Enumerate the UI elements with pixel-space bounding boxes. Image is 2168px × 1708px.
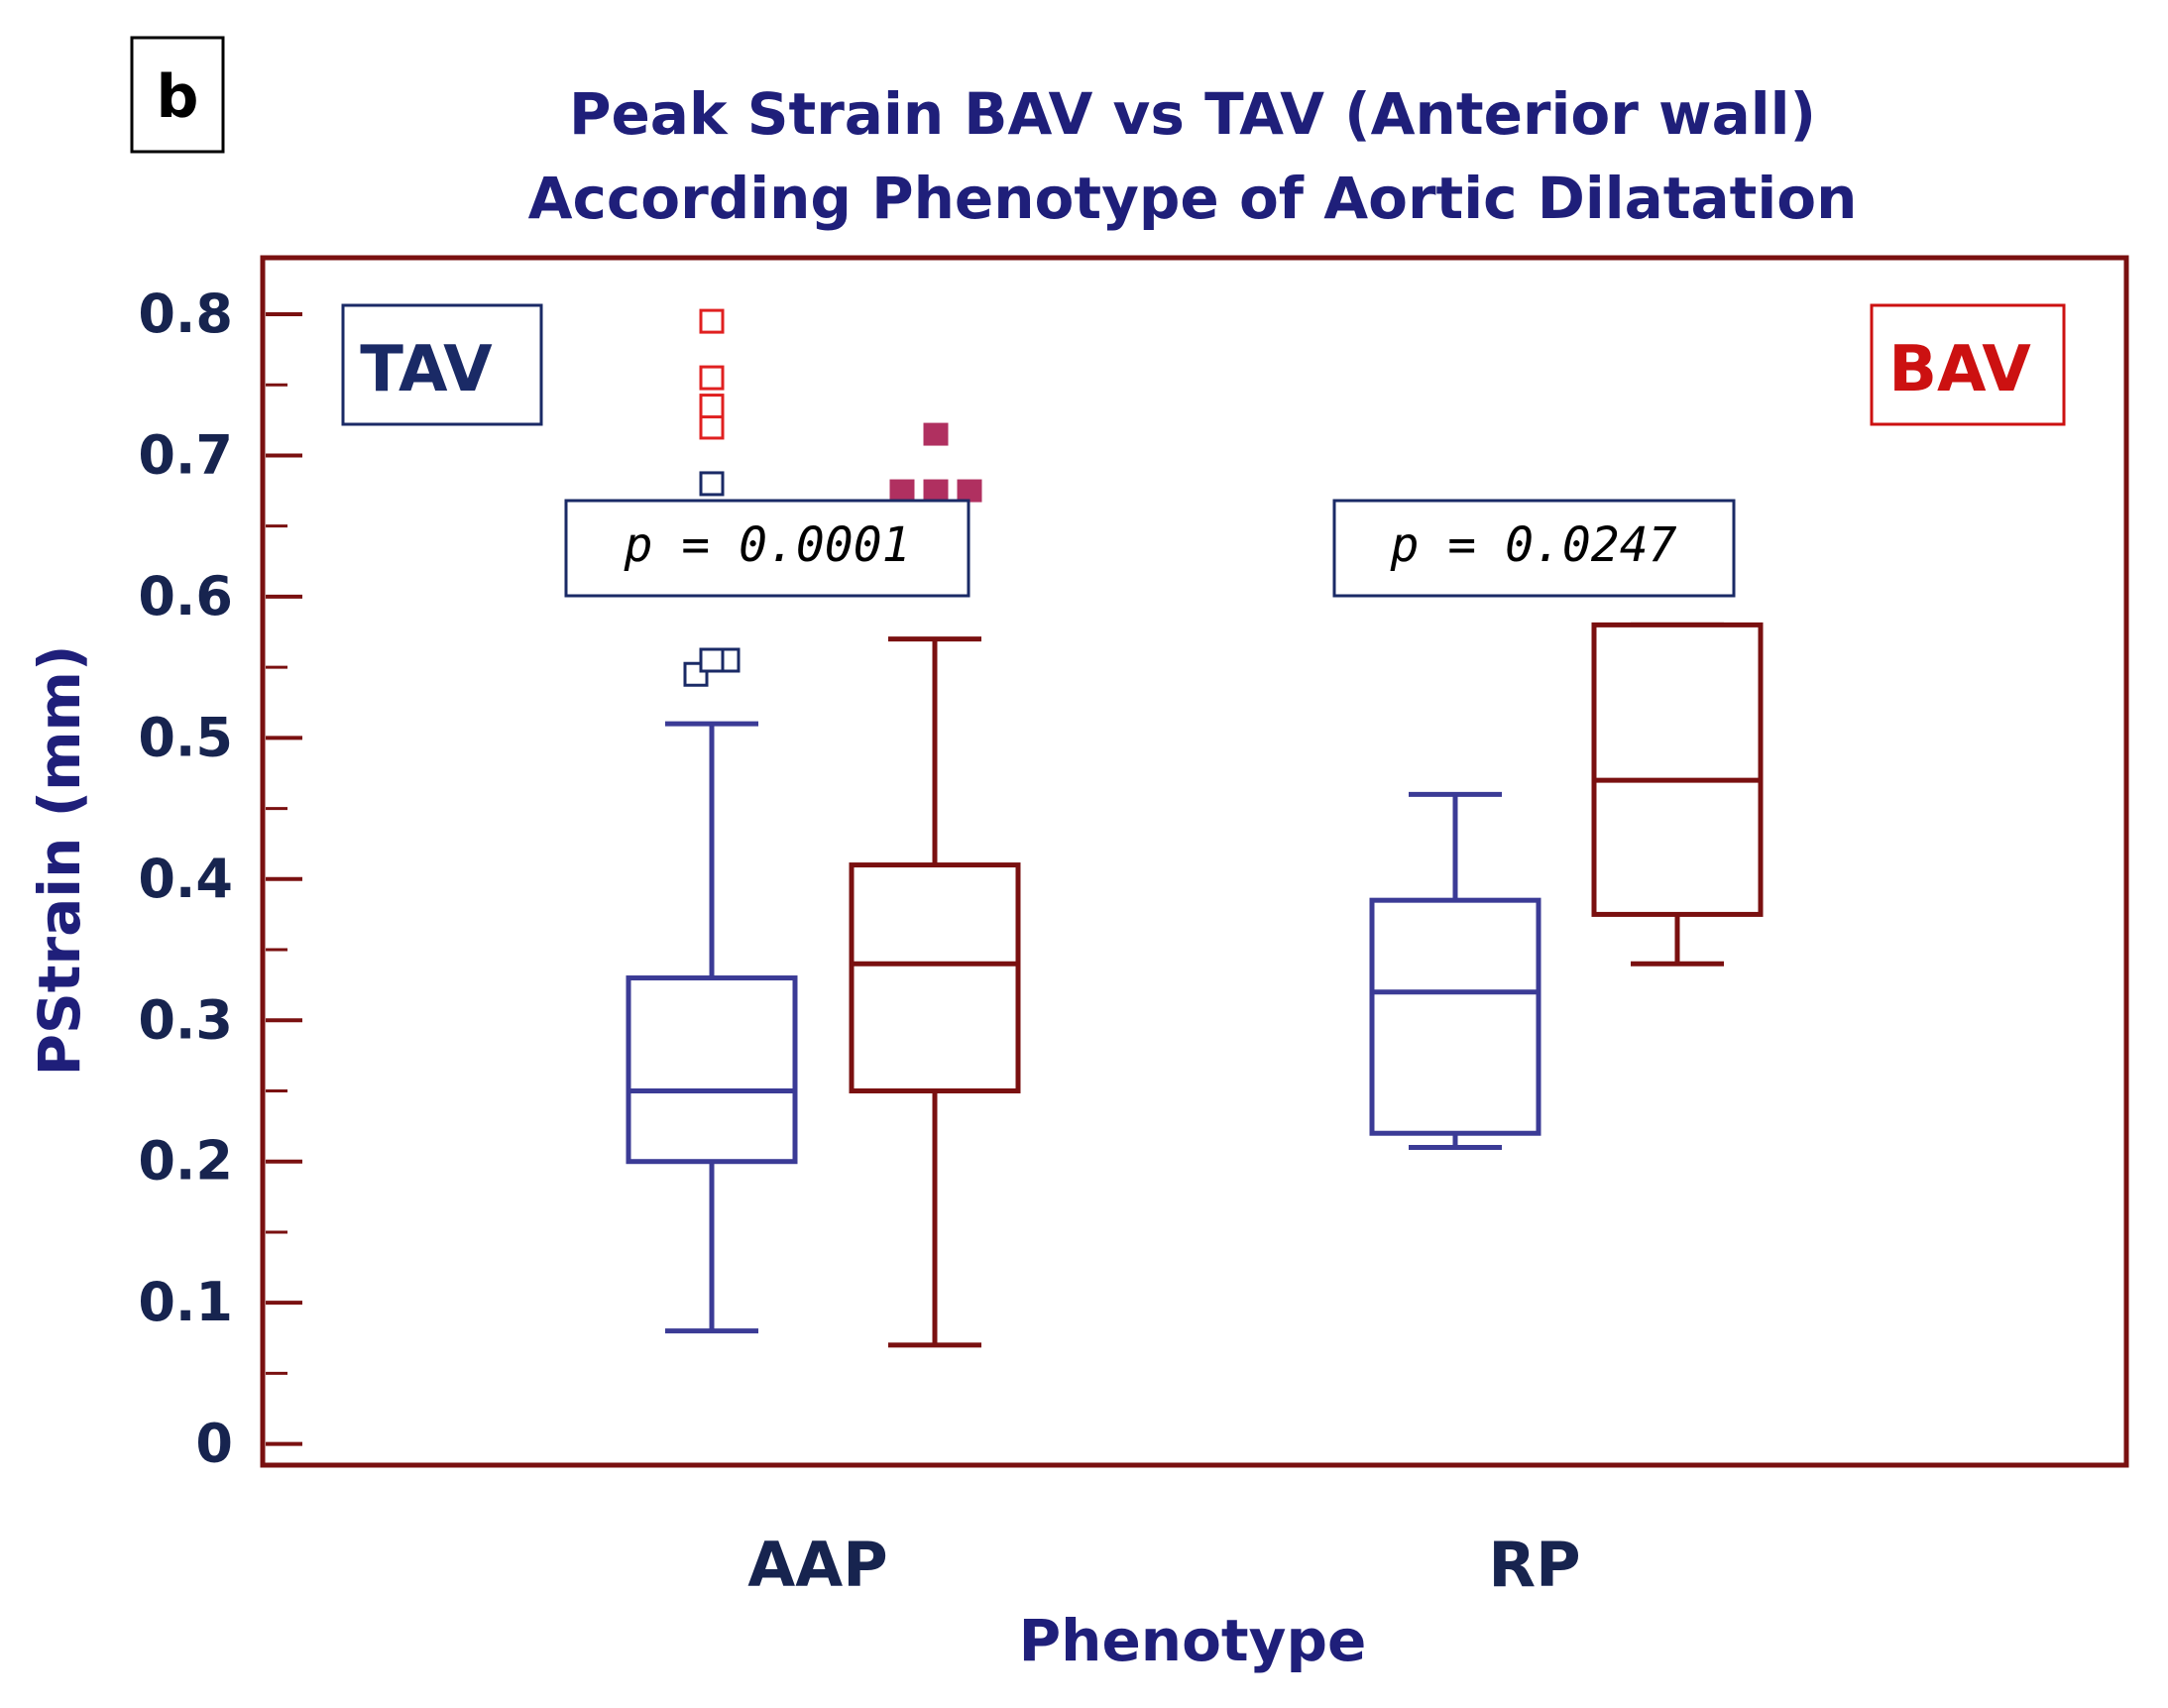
outlier-near (699, 647, 725, 673)
p-value-aap: p = 0.0001 (624, 517, 911, 573)
plot-frame (260, 255, 2129, 1468)
p-value-rp: p = 0.0247 (1390, 517, 1677, 573)
p-value-aap-box (564, 499, 970, 598)
iqr-box (849, 862, 1021, 1093)
x-axis-label: Phenotype (1019, 1607, 1367, 1674)
panel-label: b (157, 62, 199, 132)
iqr-box (626, 975, 798, 1165)
legend-bav-box (1870, 303, 2066, 426)
panel-label-box (130, 36, 225, 154)
outlier-far (699, 471, 725, 497)
y-tick-label: 0.6 (138, 565, 233, 627)
chart-title-line-1: Peak Strain BAV vs TAV (Anterior wall) (569, 80, 1816, 148)
box-bav-rp (1591, 622, 1764, 967)
box-bav-aap (849, 422, 1021, 1348)
outlier-far (699, 308, 725, 334)
outlier-far (699, 394, 725, 419)
outlier-far (889, 479, 915, 503)
chart-title-line-2: According Phenotype of Aortic Dilatation (528, 165, 1858, 232)
outlier-far (923, 479, 949, 503)
legend-tav-label: TAV (360, 333, 493, 406)
p-value-rp-box (1332, 499, 1736, 598)
x-tick-label-rp: RP (1488, 1529, 1580, 1601)
outlier-far (699, 414, 725, 440)
box-tav-rp (1369, 791, 1541, 1150)
y-tick-label: 0.4 (138, 848, 233, 910)
outlier-far (923, 422, 949, 446)
y-tick-label: 0.2 (138, 1130, 233, 1193)
y-tick-label: 0.3 (138, 988, 233, 1051)
y-tick-label: 0.5 (138, 706, 233, 768)
outlier-far (957, 479, 982, 503)
box-series (626, 308, 1764, 1348)
y-tick-label: 0 (195, 1413, 233, 1475)
legend-tav-box (341, 303, 543, 426)
iqr-box (1591, 622, 1764, 917)
y-axis-label: PStrain (mm) (26, 645, 93, 1077)
box-tav-aap (626, 308, 798, 1334)
iqr-box (1369, 897, 1541, 1136)
outlier-far (699, 365, 725, 391)
legend-bav-label: BAV (1888, 333, 2031, 406)
y-tick-label: 0.1 (138, 1271, 233, 1333)
y-axis: 0 0.1 0.2 0.3 0.4 0.5 0.6 0.7 0.8 (138, 283, 302, 1475)
y-tick-label: 0.7 (138, 423, 233, 486)
y-tick-label: 0.8 (138, 283, 233, 345)
x-tick-label-aap: AAP (747, 1529, 887, 1601)
